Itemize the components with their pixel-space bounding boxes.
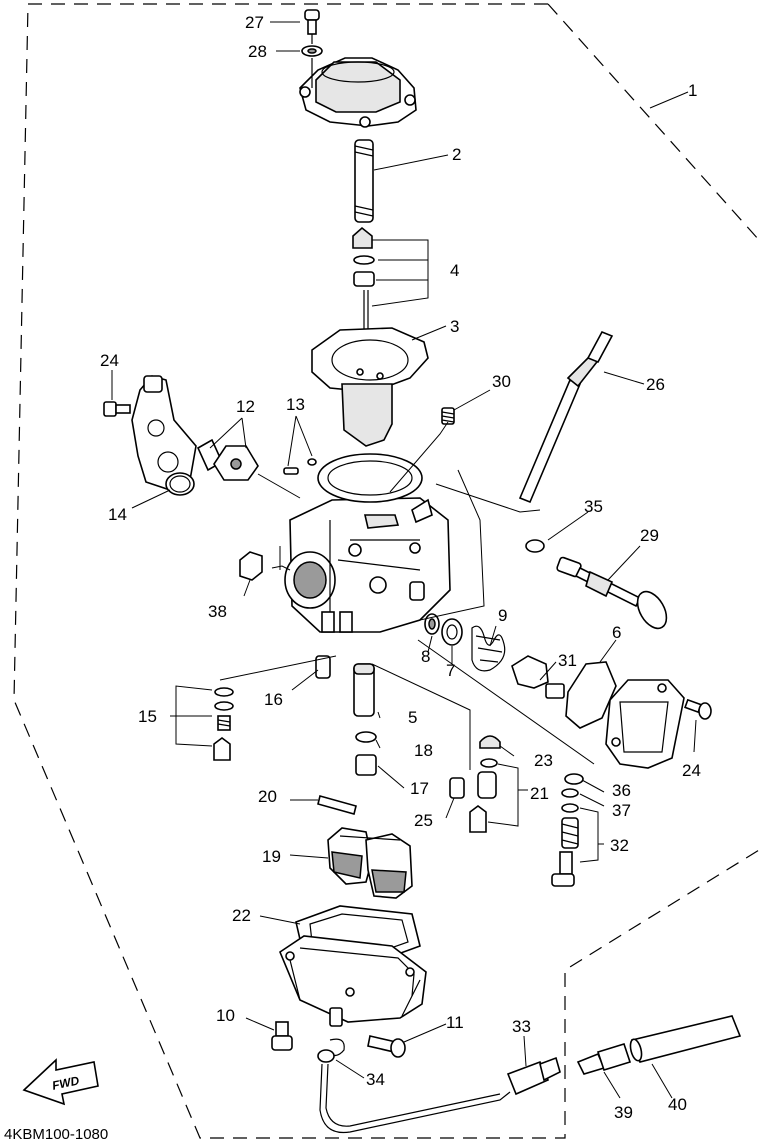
o-ring-14 [165, 472, 195, 496]
callout-4: 4 [450, 261, 459, 280]
callout-2: 2 [452, 145, 461, 164]
callout-10: 10 [216, 1006, 235, 1025]
o-ring-37 [561, 788, 579, 798]
callout-20: 20 [258, 787, 277, 806]
callout-26: 26 [646, 375, 665, 394]
needle-valve-21 [469, 758, 498, 833]
diagram-code: 4KBM100-1080 [4, 1126, 108, 1141]
callout-36: 36 [612, 781, 631, 800]
washer-18 [355, 731, 377, 743]
callout-19: 19 [262, 847, 281, 866]
callout-13: 13 [286, 395, 305, 414]
callout-22: 22 [232, 906, 251, 925]
plunger-spring [471, 625, 506, 672]
cover-screw [304, 9, 320, 35]
callout-27: 27 [245, 13, 264, 32]
callout-16: 16 [264, 690, 283, 709]
leader-lines [111, 21, 697, 1099]
pump-diaphragm [565, 661, 617, 729]
plunger-washer [424, 613, 440, 635]
callout-18: 18 [414, 741, 433, 760]
callout-40: 40 [668, 1095, 687, 1114]
drain-screw-11 [367, 1035, 406, 1058]
throttle-stop-screw [518, 330, 614, 504]
float [327, 827, 413, 899]
float-bowl [279, 935, 427, 1027]
pump-lever-31 [511, 655, 565, 699]
assembly-boundary-line [13, 3, 759, 1139]
callout-31: 31 [558, 651, 577, 670]
callout-23: 23 [534, 751, 553, 770]
fwd-label: FWD [51, 1073, 81, 1092]
fwd-arrow-icon [22, 1058, 99, 1106]
callout-30: 30 [492, 372, 511, 391]
callout-35: 35 [584, 497, 603, 516]
jet-30 [441, 407, 455, 425]
drain-screw-32 [551, 803, 579, 887]
o-ring-36 [564, 773, 584, 785]
callout-8: 8 [421, 647, 430, 666]
jet-16 [315, 655, 331, 679]
float-pin [317, 795, 357, 815]
drain-hose [319, 1056, 561, 1134]
callout-7: 7 [446, 661, 455, 680]
jet-screws-13 [283, 458, 317, 475]
main-jet-17 [355, 754, 377, 776]
cap-23 [479, 735, 501, 749]
bracket-plate [131, 375, 197, 491]
callout-32: 32 [610, 836, 629, 855]
callout-6: 6 [612, 623, 621, 642]
callout-11: 11 [446, 1013, 464, 1032]
idle-adjuster [196, 438, 259, 481]
callout-21: 21 [530, 784, 549, 803]
jet-25 [449, 777, 465, 799]
pilot-screw-set [213, 687, 234, 761]
plunger-seal [441, 618, 463, 646]
callout-12: 12 [236, 397, 255, 416]
hose-40 [629, 1015, 742, 1063]
diaphragm-piston [311, 327, 429, 447]
callout-14: 14 [108, 505, 127, 524]
spring [354, 139, 374, 223]
o-ring-35 [525, 539, 545, 553]
needle-jet [353, 663, 375, 717]
pump-rod [556, 556, 668, 630]
callout-24-right: 24 [682, 761, 701, 780]
carburetor-body [284, 453, 451, 633]
fitting-39 [576, 1043, 632, 1075]
callout-34: 34 [366, 1070, 385, 1089]
callout-9: 9 [498, 606, 507, 625]
cover-screw-24 [684, 698, 712, 720]
clip-34 [317, 1038, 345, 1063]
callout-3: 3 [450, 317, 459, 336]
callout-33: 33 [512, 1017, 531, 1036]
callout-38: 38 [208, 602, 227, 621]
callout-25: 25 [414, 811, 433, 830]
accelerator-pump-cover [605, 679, 685, 769]
top-cover [299, 57, 417, 128]
callout-5: 5 [408, 708, 417, 727]
nut-38 [239, 551, 263, 581]
cover-washer [301, 45, 323, 57]
bowl-screw-10 [271, 1021, 293, 1051]
callout-1: 1 [688, 81, 697, 100]
bracket-screw [103, 401, 131, 417]
callout-24-left: 24 [100, 351, 119, 370]
callout-15: 15 [138, 707, 157, 726]
callout-37: 37 [612, 801, 631, 820]
callout-29: 29 [640, 526, 659, 545]
callout-17: 17 [410, 779, 429, 798]
callout-39: 39 [614, 1103, 633, 1122]
callout-28: 28 [248, 42, 267, 61]
